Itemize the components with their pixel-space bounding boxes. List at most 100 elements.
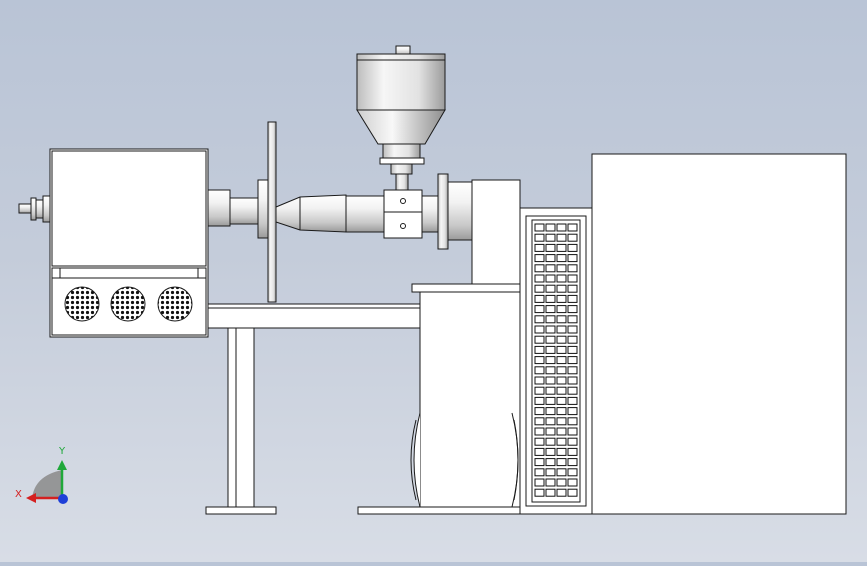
grille-slots — [534, 223, 578, 497]
grille-slot — [556, 264, 567, 273]
grille-slot — [545, 315, 556, 324]
grille-slot — [556, 223, 567, 232]
grille-slot — [567, 305, 578, 314]
grille-slot — [534, 417, 545, 426]
grille-slot — [534, 274, 545, 283]
grille-slot — [534, 447, 545, 456]
triad-y-arrow — [57, 460, 67, 470]
grille-slot — [534, 376, 545, 385]
triad-plane — [32, 470, 62, 499]
base-frame — [205, 303, 521, 515]
grille-slot — [534, 233, 545, 242]
view-orientation-triad[interactable]: X Y — [15, 446, 68, 504]
grille-slot — [545, 396, 556, 405]
grille-slot — [567, 417, 578, 426]
fan-vent-3 — [157, 286, 193, 322]
grille-slot — [556, 254, 567, 263]
grille-slot — [545, 233, 556, 242]
grille-slot — [567, 468, 578, 477]
grille-slot — [545, 478, 556, 487]
grille-slot — [567, 254, 578, 263]
grille-slot — [556, 366, 567, 375]
grille-slot — [534, 264, 545, 273]
grille-slot — [534, 284, 545, 293]
extruder-screw-cone[interactable] — [275, 194, 347, 233]
grille-slot — [556, 407, 567, 416]
grille-slot — [545, 325, 556, 334]
grille-slot — [567, 396, 578, 405]
grille-slot — [545, 427, 556, 436]
grille-slot — [534, 243, 545, 252]
grille-slot — [556, 478, 567, 487]
grille-slot — [556, 315, 567, 324]
grille-slot — [545, 447, 556, 456]
grille-slot — [567, 356, 578, 365]
grille-slot — [567, 264, 578, 273]
mounting-plate[interactable] — [267, 121, 277, 303]
grille-slot — [545, 386, 556, 395]
grille-slot — [545, 458, 556, 467]
grille-slot — [545, 335, 556, 344]
grille-slot — [545, 243, 556, 252]
grille-slot — [534, 366, 545, 375]
grille-slot — [556, 233, 567, 242]
grille-slot — [567, 325, 578, 334]
grille-slot — [534, 458, 545, 467]
triad-z-axis — [58, 494, 68, 504]
fan-vent-1 — [64, 286, 100, 322]
gearbox-cabinet[interactable] — [410, 179, 521, 508]
grille-slot — [534, 335, 545, 344]
grille-slot — [556, 427, 567, 436]
fan-vent-2 — [110, 286, 146, 322]
grille-slot — [567, 284, 578, 293]
grille-slot — [567, 315, 578, 324]
grille-slot — [534, 478, 545, 487]
grille-slot — [545, 376, 556, 385]
grille-slot — [567, 447, 578, 456]
grille-slot — [534, 468, 545, 477]
grille-slot — [567, 274, 578, 283]
ventilation-grille — [519, 207, 593, 515]
grille-slot — [545, 488, 556, 497]
grille-slot — [534, 345, 545, 354]
grille-slot — [556, 356, 567, 365]
grille-slot — [534, 305, 545, 314]
grille-slot — [567, 386, 578, 395]
grille-slot — [556, 274, 567, 283]
grille-slot — [545, 294, 556, 303]
grille-slot — [556, 447, 567, 456]
grille-slot — [556, 468, 567, 477]
control-cabinet[interactable] — [591, 153, 847, 515]
grille-slot — [534, 427, 545, 436]
grille-slot — [545, 468, 556, 477]
drive-coupling[interactable] — [207, 179, 273, 239]
grille-slot — [556, 458, 567, 467]
grille-slot — [556, 488, 567, 497]
grille-slot — [534, 325, 545, 334]
grille-slot — [567, 478, 578, 487]
grille-slot — [545, 274, 556, 283]
grille-slot — [567, 366, 578, 375]
extruder-barrel[interactable] — [345, 173, 475, 250]
grille-slot — [545, 305, 556, 314]
grille-slot — [545, 417, 556, 426]
grille-slot — [567, 407, 578, 416]
grille-slot — [545, 366, 556, 375]
grille-slot — [545, 437, 556, 446]
grille-slot — [567, 223, 578, 232]
grille-slot — [567, 294, 578, 303]
grille-slot — [534, 356, 545, 365]
grille-slot — [545, 407, 556, 416]
grille-slot — [567, 427, 578, 436]
grille-slot — [534, 437, 545, 446]
grille-slot — [556, 345, 567, 354]
material-hopper[interactable] — [356, 45, 446, 191]
grille-slot — [534, 223, 545, 232]
grille-slot — [567, 458, 578, 467]
grille-slot — [534, 386, 545, 395]
motor-shaft[interactable] — [18, 195, 51, 223]
triad-y-label: Y — [58, 446, 66, 457]
grille-slot — [567, 376, 578, 385]
